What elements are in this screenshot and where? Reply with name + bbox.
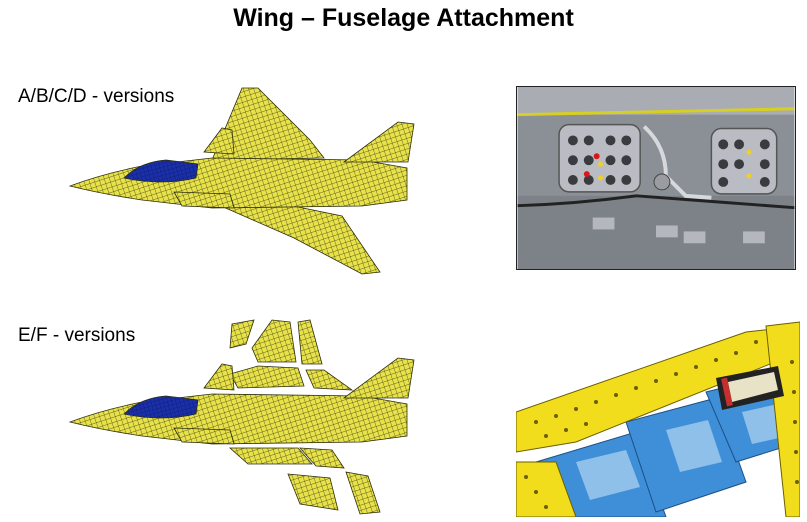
wing-box-render	[516, 312, 800, 517]
tail-fin	[342, 121, 415, 163]
lower-wing	[211, 201, 381, 275]
wing-segment	[251, 319, 297, 363]
wing-segment	[345, 471, 381, 515]
version-label-ef: E/F - versions	[18, 325, 136, 346]
canopy	[123, 159, 199, 183]
wing-segment	[229, 319, 255, 349]
canard	[203, 363, 235, 391]
aircraft-mesh-model-ef	[68, 319, 415, 515]
fitting-plate-right	[710, 127, 778, 195]
attachment-fitting-photo	[516, 86, 796, 270]
pipe	[716, 366, 784, 410]
fuselage	[68, 157, 408, 209]
version-label-abcd: A/B/C/D - versions	[18, 86, 175, 107]
wing-segment	[297, 319, 323, 365]
aircraft-mesh-model-abcd	[68, 87, 415, 275]
tail-fin	[342, 357, 415, 399]
wing-segment	[299, 447, 345, 469]
canopy	[123, 395, 199, 419]
wing-segment	[229, 365, 305, 389]
canard	[203, 127, 235, 155]
fuselage	[68, 393, 408, 445]
air-intake	[173, 427, 235, 445]
air-intake	[173, 191, 235, 209]
fitting-plate-left	[558, 123, 641, 193]
wing-segment	[228, 447, 313, 465]
wing-segment	[287, 473, 339, 511]
upper-wing	[211, 87, 325, 161]
page-title: Wing – Fuselage Attachment	[233, 4, 574, 32]
wing-segment	[305, 369, 354, 391]
